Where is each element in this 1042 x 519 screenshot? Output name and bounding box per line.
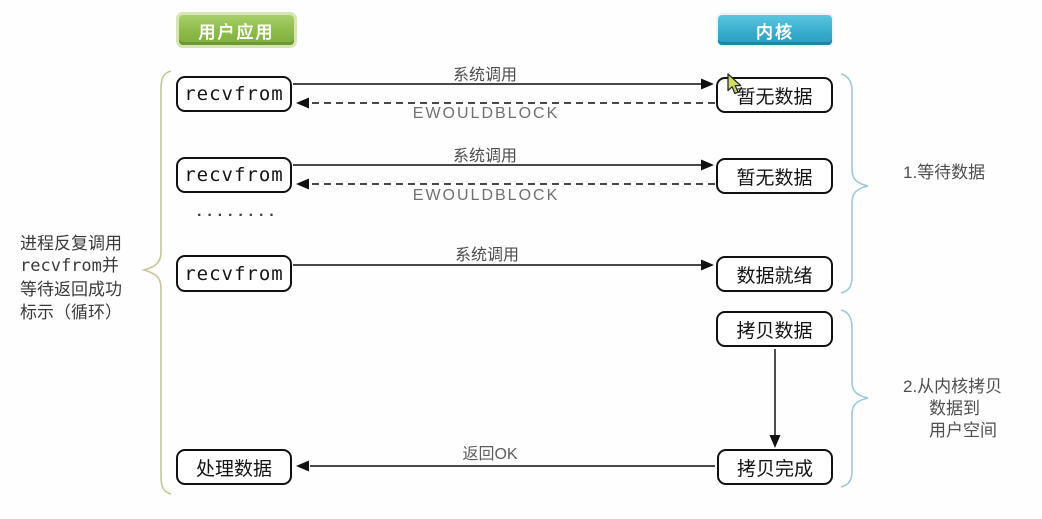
copy-arrowhead (769, 435, 781, 448)
copy-data-box: 拷贝数据 (716, 311, 833, 347)
recvfrom-box-1: recvfrom (176, 76, 292, 112)
copy-done-box: 拷贝完成 (717, 449, 833, 485)
ewouldblock-label-1: EWOULDBLOCK (412, 105, 560, 122)
no-data-box-2: 暂无数据 (716, 158, 833, 194)
left-note-line: 标示（循环） (20, 303, 122, 322)
recvfrom-box-3: recvfrom (176, 255, 292, 292)
process-data-box: 处理数据 (176, 449, 292, 485)
syscall-arrowhead-3 (701, 259, 714, 271)
step2-line: 2.从内核拷贝 (903, 377, 1003, 396)
left-note-line: 进程反复调用 (20, 234, 122, 253)
syscall-arrowhead-1 (701, 78, 714, 90)
syscall-label-1: 系统调用 (452, 67, 518, 84)
left-brace (141, 70, 172, 495)
step1-annotation: 1.等待数据 (903, 163, 986, 182)
ewouldblock-arrowhead-1 (296, 97, 309, 109)
left-note: 进程反复调用 recvfrom并 等待返回成功 标示（循环） (20, 232, 145, 324)
syscall-label-2: 系统调用 (452, 148, 518, 165)
left-note-line: recvfrom并 (20, 256, 119, 276)
left-note-line: 等待返回成功 (20, 280, 122, 299)
step2-annotation: 2.从内核拷贝 数据到 用户空间 (903, 376, 1002, 442)
kernel-header: 内核 (718, 15, 832, 45)
return-ok-label: 返回OK (462, 446, 518, 463)
right-brace-step2 (840, 309, 869, 488)
step2-line: 数据到 (929, 399, 980, 418)
data-ready-box: 数据就绪 (716, 256, 833, 292)
right-brace-step1 (840, 73, 869, 294)
step2-line: 用户空间 (929, 421, 997, 440)
syscall-arrowhead-2 (701, 159, 714, 171)
ewouldblock-label-2: EWOULDBLOCK (412, 187, 560, 204)
cursor-icon (727, 73, 742, 95)
syscall-label-3: 系统调用 (454, 247, 520, 264)
ewouldblock-arrowhead-2 (296, 178, 309, 190)
recvfrom-box-2: recvfrom (176, 157, 292, 193)
return-ok-arrowhead (296, 460, 309, 472)
user-app-header: 用户应用 (179, 15, 294, 45)
ellipsis-dots: ········ (197, 207, 280, 224)
